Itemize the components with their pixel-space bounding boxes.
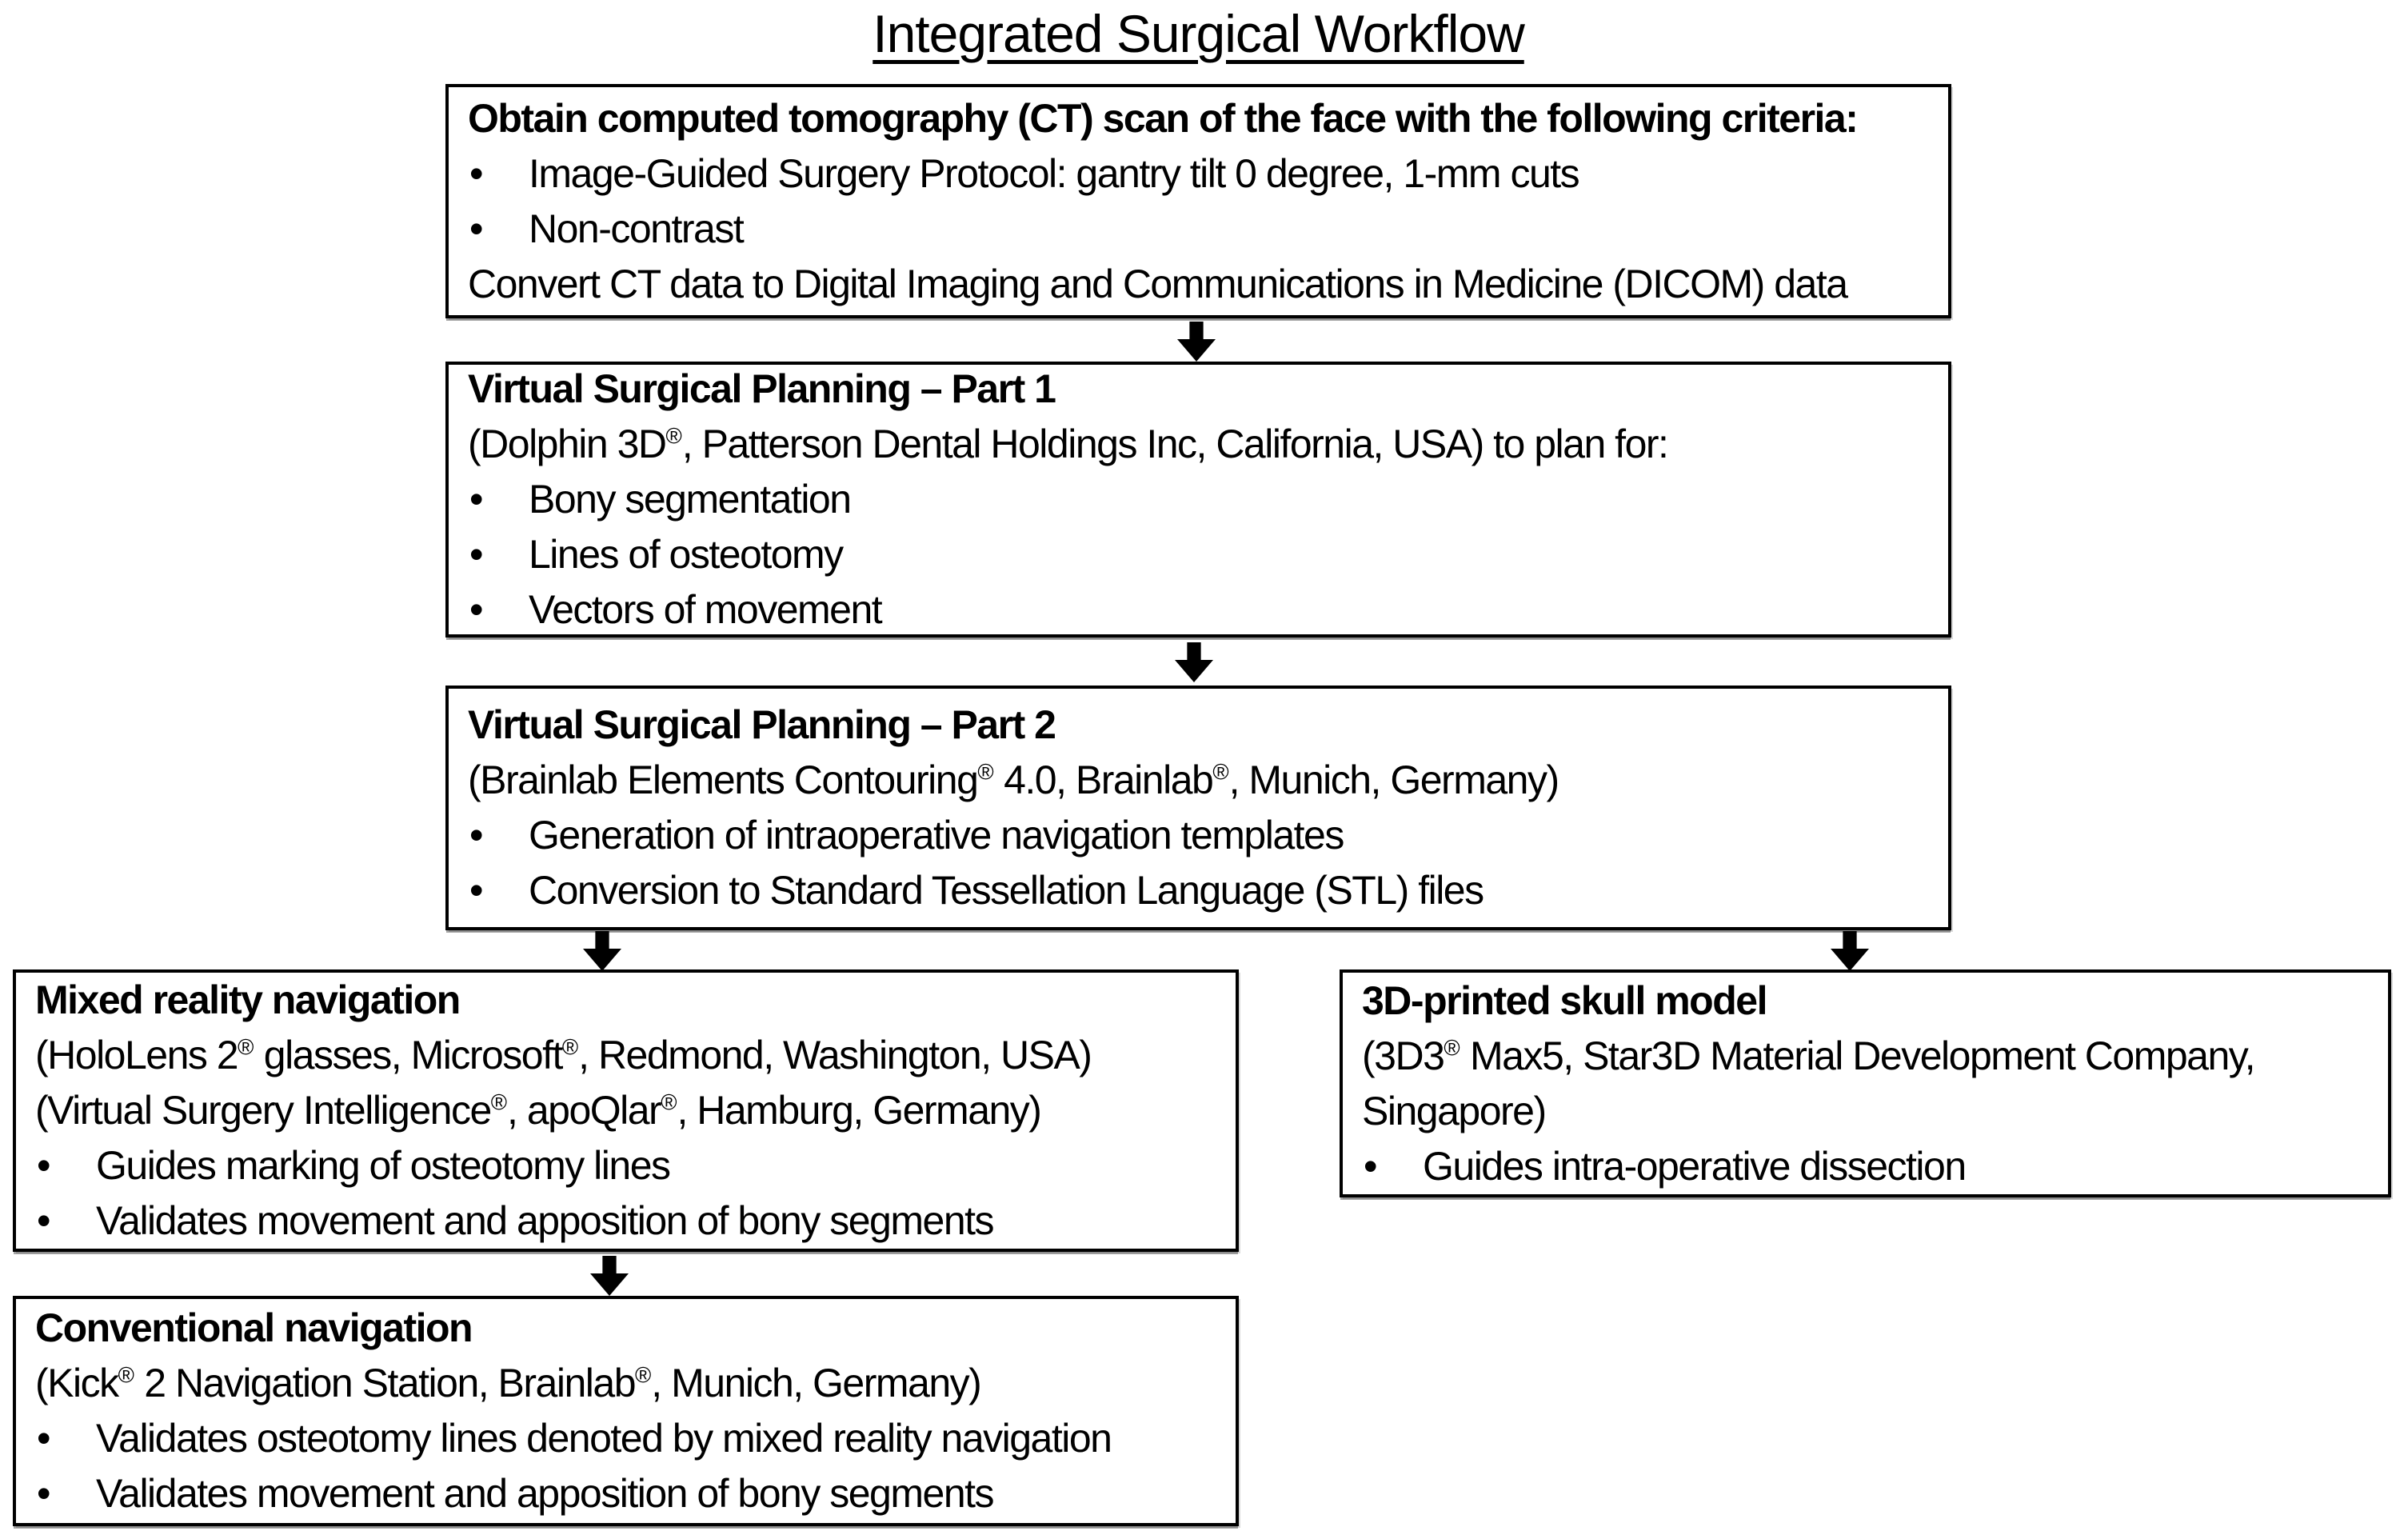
bullet-item: Generation of intraoperative navigation … xyxy=(468,808,1939,863)
box-virtual-surgical-planning-part1: Virtual Surgical Planning – Part 1 (Dolp… xyxy=(445,362,1951,638)
box-mixed-reality-navigation: Mixed reality navigation (HoloLens 2® gl… xyxy=(13,969,1239,1252)
box-virtual-surgical-planning-part2: Virtual Surgical Planning – Part 2 (Brai… xyxy=(445,686,1951,930)
down-arrow-icon xyxy=(1831,931,1869,971)
bullet-item: Conversion to Standard Tessellation Lang… xyxy=(468,863,1939,918)
bullet-item: Bony segmentation xyxy=(468,472,1939,527)
bullet-item: Validates movement and apposition of bon… xyxy=(35,1466,1226,1521)
bullet-item: Validates osteotomy lines denoted by mix… xyxy=(35,1411,1226,1466)
box-ct-scan-footer: Convert CT data to Digital Imaging and C… xyxy=(468,261,1848,306)
box-vsp1-header: Virtual Surgical Planning – Part 1 xyxy=(468,366,1056,411)
box-conventional-navigation: Conventional navigation (Kick® 2 Navigat… xyxy=(13,1296,1239,1526)
box-skull-subheader: Singapore) xyxy=(1362,1088,1547,1133)
figure-title: Integrated Surgical Workflow xyxy=(873,4,1525,63)
box-skull-header: 3D-printed skull model xyxy=(1362,977,1767,1023)
box-vsp2-header: Virtual Surgical Planning – Part 2 xyxy=(468,702,1056,747)
down-arrow-icon xyxy=(1177,322,1216,362)
bullet-item: Validates movement and apposition of bon… xyxy=(35,1193,1226,1249)
box-skull-subheader: (3D3® Max5, Star3D Material Development … xyxy=(1362,1033,2255,1078)
down-arrow-icon xyxy=(583,931,621,971)
box-vsp1-subheader: (Dolphin 3D®, Patterson Dental Holdings … xyxy=(468,422,1669,466)
box-ct-scan-header: Obtain computed tomography (CT) scan of … xyxy=(468,95,1859,141)
bullet-item: Image-Guided Surgery Protocol: gantry ti… xyxy=(468,146,1939,202)
down-arrow-icon xyxy=(590,1256,629,1296)
bullet-item: Guides intra-operative dissection xyxy=(1362,1139,2378,1194)
bullet-item: Lines of osteotomy xyxy=(468,527,1939,582)
box-mixed-subheader: (Virtual Surgery Intelligence®, apoQlar®… xyxy=(35,1088,1042,1133)
box-conv-header: Conventional navigation xyxy=(35,1305,473,1350)
down-arrow-icon xyxy=(1175,642,1213,682)
bullet-item: Guides marking of osteotomy lines xyxy=(35,1138,1226,1193)
box-vsp2-subheader: (Brainlab Elements Contouring® 4.0, Brai… xyxy=(468,758,1559,802)
box-ct-scan: Obtain computed tomography (CT) scan of … xyxy=(445,84,1951,318)
box-mixed-header: Mixed reality navigation xyxy=(35,977,461,1022)
box-conv-subheader: (Kick® 2 Navigation Station, Brainlab®, … xyxy=(35,1361,982,1405)
bullet-item: Vectors of movement xyxy=(468,582,1939,638)
bullet-item: Non-contrast xyxy=(468,202,1939,257)
box-3d-printed-skull-model: 3D-printed skull model (3D3® Max5, Star3… xyxy=(1340,969,2391,1197)
box-mixed-subheader: (HoloLens 2® glasses, Microsoft®, Redmon… xyxy=(35,1033,1092,1077)
